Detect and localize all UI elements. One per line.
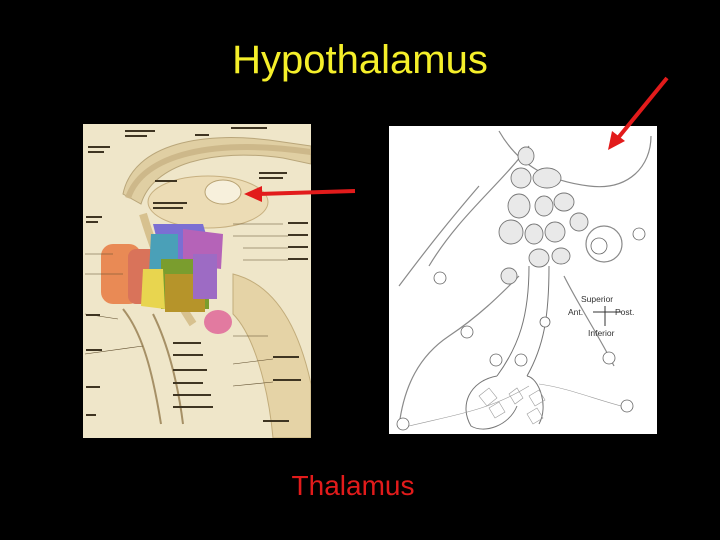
orientation-inferior-label: Inferior (588, 328, 615, 338)
arrow-to-thalamus-left (244, 186, 356, 202)
slide-caption: Thalamus (291, 470, 415, 501)
orientation-posterior-label: Post. (615, 307, 634, 317)
orientation-superior-label: Superior (581, 294, 613, 304)
hypothalamus-illustration-graphic (83, 124, 311, 438)
hypothalamic-nuclei-schematic: Superior Ant. Post. Inferior (389, 126, 657, 434)
orientation-anterior-label: Ant. (568, 307, 583, 317)
hypothalamus-schematic-graphic: Superior Ant. Post. Inferior (389, 126, 657, 434)
hypothalamus-sagittal-illustration (83, 124, 311, 438)
slide-title: Hypothalamus (232, 38, 488, 82)
orientation-cross (593, 306, 621, 326)
arrow-to-thalamus-right (608, 76, 669, 150)
